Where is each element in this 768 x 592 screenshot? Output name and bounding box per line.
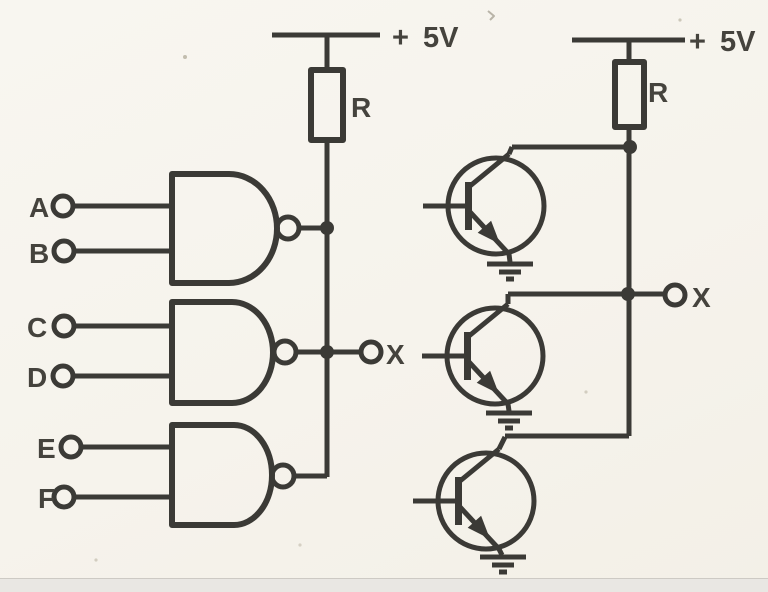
nand-gate-1-inverter-bubble bbox=[274, 214, 302, 242]
input-label-b: B bbox=[29, 238, 49, 269]
nand-gate-3 bbox=[169, 422, 275, 528]
input-terminal-f bbox=[51, 484, 77, 510]
input-label-f: F bbox=[38, 483, 55, 514]
input-terminal-c bbox=[51, 313, 77, 339]
transistor-q3-collector-stub bbox=[496, 435, 508, 451]
transistor-q2-collector-lead bbox=[467, 302, 510, 338]
input-terminal-d bbox=[50, 363, 76, 389]
ground-symbol-q2 bbox=[486, 410, 532, 431]
left-pullup-resistor bbox=[308, 67, 346, 143]
left-circuit: + 5V R X A B C D E F bbox=[27, 22, 459, 528]
page-edge-band bbox=[0, 578, 768, 592]
transistor-q2-emitter-stub bbox=[505, 403, 512, 412]
junction-dot bbox=[623, 140, 637, 154]
ground-symbol-q3 bbox=[480, 554, 526, 575]
right-supply-label: + 5V bbox=[689, 26, 756, 58]
input-label-c: C bbox=[27, 312, 47, 343]
input-terminal-a bbox=[50, 193, 76, 219]
left-output-label: X bbox=[386, 339, 405, 370]
paper-speck bbox=[94, 558, 98, 562]
ground-symbol-q1 bbox=[487, 261, 533, 282]
transistor-q1-emitter-stub bbox=[506, 253, 513, 263]
input-label-d: D bbox=[27, 362, 47, 393]
transistor-q2-base-bar bbox=[464, 332, 471, 380]
transistor-q3-base-bar bbox=[455, 477, 462, 525]
paper-speck bbox=[584, 390, 588, 394]
transistor-q1-base-bar bbox=[465, 182, 472, 230]
nand-gate-2 bbox=[169, 299, 276, 406]
junction-dot bbox=[320, 221, 334, 235]
transistor-q2-emitter-arrow bbox=[476, 370, 499, 394]
transistor-q2 bbox=[422, 291, 629, 431]
nand-gate-3-inverter-bubble bbox=[269, 462, 297, 490]
paper-speck bbox=[183, 55, 187, 59]
right-circuit: + 5V R X bbox=[413, 26, 756, 575]
input-terminal-b bbox=[51, 238, 77, 264]
transistor-q1-collector-stub bbox=[506, 146, 515, 155]
transistor-q3-collector-lead bbox=[458, 447, 501, 483]
scan-artifacts bbox=[94, 10, 682, 562]
right-resistor-label: R bbox=[648, 77, 668, 108]
left-resistor-label: R bbox=[351, 92, 371, 123]
paper-speck bbox=[298, 543, 302, 547]
right-output-label: X bbox=[692, 282, 711, 313]
right-output-x-terminal bbox=[662, 282, 688, 308]
nand-gate-1 bbox=[169, 171, 280, 286]
nand-gate-2-inverter-bubble bbox=[271, 338, 299, 366]
transistor-q1-collector-lead bbox=[468, 152, 511, 188]
scan-artifact bbox=[487, 10, 495, 21]
paper-speck bbox=[678, 18, 682, 22]
right-pullup-resistor bbox=[612, 59, 647, 130]
input-label-e: E bbox=[37, 433, 56, 464]
transistor-q3-emitter-stub bbox=[496, 547, 505, 557]
input-label-a: A bbox=[29, 192, 49, 223]
transistor-q1-emitter-arrow bbox=[477, 220, 500, 244]
left-output-x-terminal bbox=[358, 339, 384, 365]
transistor-q3 bbox=[413, 433, 629, 575]
input-terminal-e bbox=[58, 434, 84, 460]
transistor-q3-emitter-arrow bbox=[467, 515, 490, 539]
transistor-q1 bbox=[423, 144, 630, 282]
left-supply-label: + 5V bbox=[392, 22, 459, 54]
